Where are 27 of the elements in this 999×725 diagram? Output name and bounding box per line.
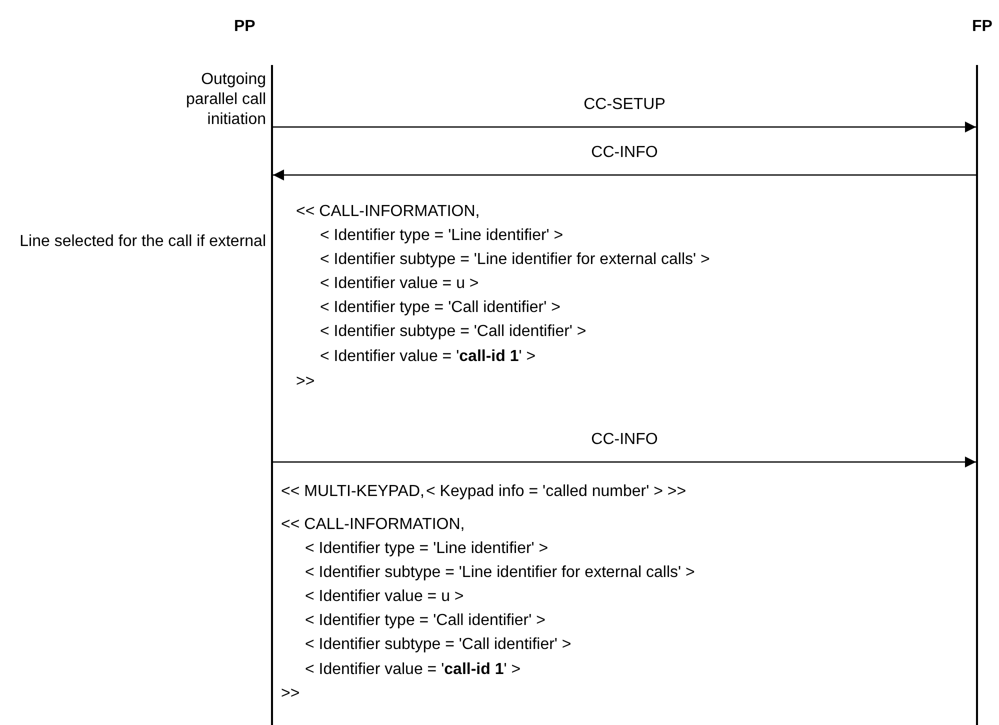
lifeline-header: PP <box>234 18 256 36</box>
parameter-text: < Identifier type = 'Call identifier' > <box>320 298 560 318</box>
parameter-text: < Identifier value = u > <box>320 274 479 294</box>
message-arrow <box>273 456 976 468</box>
parameter-text: << CALL-INFORMATION, <box>296 202 480 222</box>
parameter-text: < Keypad info = 'called number' > >> <box>426 482 686 502</box>
lifeline-header: FP <box>972 18 992 36</box>
note-text: Outgoing parallel call initiation <box>184 70 266 130</box>
parameter-text: < Identifier value = 'call-id 1' > <box>320 347 536 367</box>
parameter-text: < Identifier type = 'Line identifier' > <box>305 539 548 559</box>
parameter-text: < Identifier type = 'Line identifier' > <box>320 226 564 246</box>
parameter-text: < Identifier subtype = 'Call identifier' > <box>320 322 586 342</box>
parameter-text: << MULTI-KEYPAD, <box>281 482 424 502</box>
parameter-text: < Identifier value = u > <box>305 587 464 607</box>
parameter-text: < Identifier subtype = 'Call identifier' > <box>305 635 572 655</box>
parameter-text: < Identifier subtype = 'Line identifier for external calls' > <box>305 563 695 583</box>
parameter-text: >> <box>281 684 300 704</box>
note-text: Line selected for the call if external <box>18 232 266 252</box>
parameter-text: << CALL-INFORMATION, <box>281 515 465 535</box>
message-arrow <box>273 122 976 132</box>
lifeline <box>976 65 978 725</box>
parameter-text: < Identifier type = 'Call identifier' > <box>305 611 546 631</box>
lifeline <box>271 65 273 725</box>
message-arrow <box>273 170 976 180</box>
parameter-text: >> <box>296 372 315 392</box>
parameter-text: < Identifier subtype = 'Line identifier for external calls' > <box>320 250 710 270</box>
parameter-text: < Identifier value = 'call-id 1' > <box>305 660 521 680</box>
